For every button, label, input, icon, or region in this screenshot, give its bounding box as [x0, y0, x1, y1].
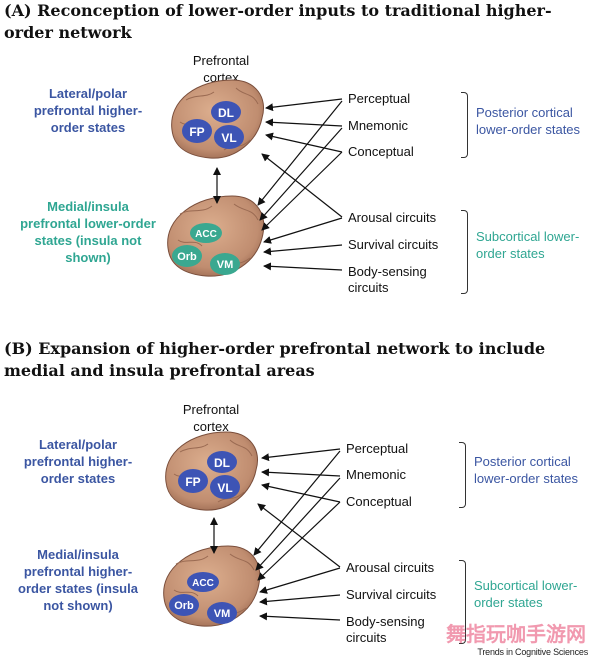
panel-b-input-subcortical-3: Body-sensing circuits: [346, 614, 425, 645]
journal-footer: Trends in Cognitive Sciences: [477, 647, 588, 657]
panel-a-input-subcortical-3: Body-sensing circuits: [348, 264, 427, 295]
panel-a-region-vl: VL: [214, 125, 244, 149]
panel-a-region-dl-label: DL: [218, 106, 234, 120]
panel-a-region-fp: FP: [182, 119, 212, 143]
panel-a-arrows: [213, 98, 343, 271]
panel-b-cortex-label: Prefrontal cortex: [182, 402, 240, 434]
panel-b-region-acc-label: ACC: [192, 578, 214, 589]
panel-a-input-subcortical-2: Survival circuits: [348, 237, 439, 252]
panel-a-region-vl-label: VL: [221, 131, 236, 145]
panel-b-lateral-label: Lateral/polar prefrontal higher-order st…: [23, 437, 133, 486]
panel-b-region-vm-label: VM: [214, 608, 231, 620]
panel-a-region-fp-label: FP: [189, 125, 204, 139]
panel-b-region-fp-label: FP: [185, 475, 200, 489]
panel-a-region-acc: ACC: [190, 223, 222, 243]
panel-a-group-subcortical: Subcortical lower-order states: [476, 229, 580, 261]
panel-b-input-subcortical-1: Arousal circuits: [346, 560, 435, 575]
panel-b-medial-label: Medial/insula prefrontal higher-order st…: [18, 547, 138, 613]
panel-a-bracket-subcortical: [461, 210, 468, 294]
panel-a-input-cortical-1: Perceptual: [348, 91, 411, 106]
panel-b-input-cortical-3: Conceptual: [346, 494, 412, 509]
panel-b-region-vm: VM: [207, 602, 237, 624]
panel-a-input-subcortical-1: Arousal circuits: [348, 210, 437, 225]
panel-b-upper-brain: [165, 431, 258, 511]
panel-b-region-orb: Orb: [169, 594, 199, 616]
panel-b-region-acc: ACC: [187, 572, 219, 592]
panel-b-title: (B) Expansion of higher-order prefrontal…: [4, 339, 546, 380]
panel-a-bracket-cortical: [461, 92, 468, 158]
panel-b-input-subcortical-2: Survival circuits: [346, 587, 437, 602]
panel-b-region-dl-label: DL: [214, 456, 230, 470]
watermark: 舞指玩咖手游网: [446, 622, 586, 646]
panel-b-region-orb-label: Orb: [174, 600, 194, 612]
panel-a-medial-label: Medial/insula prefrontal lower-order sta…: [20, 199, 156, 265]
panel-b-bracket-subcortical: [459, 560, 466, 644]
panel-b-region-fp: FP: [178, 469, 208, 493]
panel-b-group-subcortical: Subcortical lower-order states: [474, 578, 578, 610]
panel-a-group-cortical: Posterior cortical lower-order states: [476, 105, 581, 137]
panel-a-lateral-label: Lateral/polar prefrontal higher-order st…: [33, 86, 143, 135]
panel-a-input-cortical-2: Mnemonic: [348, 118, 408, 133]
panel-a-input-cortical-3: Conceptual: [348, 144, 414, 159]
panel-b-input-cortical-2: Mnemonic: [346, 467, 406, 482]
panel-a-region-vm-label: VM: [217, 259, 234, 271]
panel-a-title: (A) Reconception of lower-order inputs t…: [4, 1, 552, 42]
panel-b-input-cortical-1: Perceptual: [346, 441, 409, 456]
panel-b-region-vl-label: VL: [217, 481, 232, 495]
panel-b-bracket-cortical: [459, 442, 466, 508]
panel-a-region-vm: VM: [210, 253, 240, 275]
panel-b-arrows: [210, 448, 341, 621]
panel-a-region-orb: Orb: [172, 245, 202, 267]
panel-b-group-cortical: Posterior cortical lower-order states: [474, 454, 579, 486]
panel-a-region-orb-label: Orb: [177, 251, 197, 263]
panel-a-region-dl: DL: [211, 101, 241, 123]
panel-b-region-vl: VL: [210, 475, 240, 499]
panel-b-region-dl: DL: [207, 451, 237, 473]
panel-a-region-acc-label: ACC: [195, 229, 217, 240]
